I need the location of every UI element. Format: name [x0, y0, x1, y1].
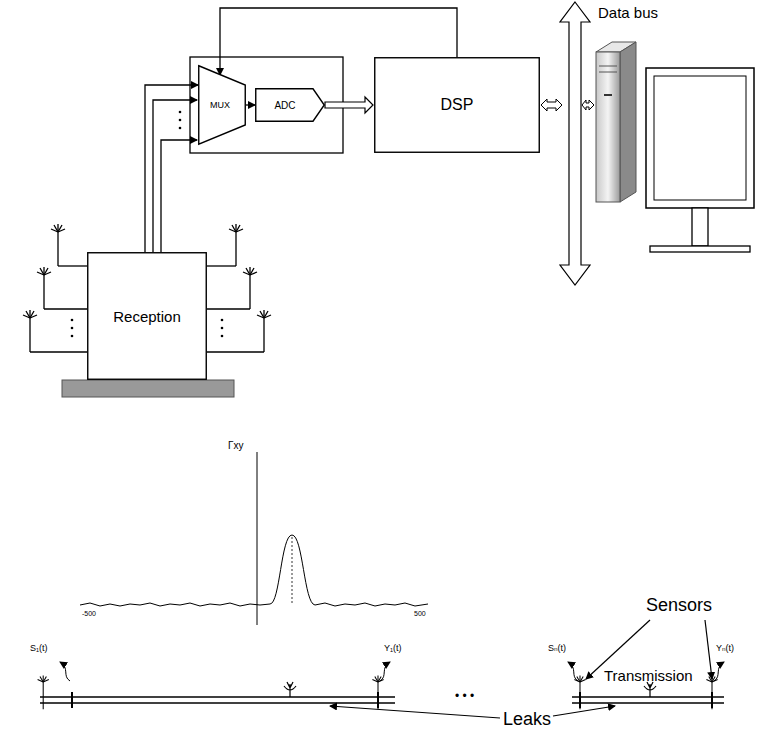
- pipeline-right: [572, 692, 724, 708]
- correlation-graph: [80, 452, 428, 625]
- server-tower: [596, 42, 636, 202]
- dsp-box: DSP: [374, 57, 540, 153]
- input-dots: [179, 111, 182, 130]
- monitor: [646, 68, 754, 252]
- bus-server-arrow: [582, 100, 594, 110]
- antenna-array-right: [207, 224, 271, 352]
- mux-trapezoid: MUX: [198, 65, 246, 145]
- signal-label: S₁(t): [30, 644, 48, 654]
- signal-line: [246, 104, 255, 105]
- axis-tick: -500: [82, 610, 96, 618]
- node-text: DSP: [441, 96, 474, 114]
- data-bus-arrow: [560, 2, 590, 285]
- pipeline-left: [40, 692, 395, 708]
- converter-housing: [190, 57, 343, 153]
- leader-lines: [330, 620, 712, 718]
- antenna-dots-left: [71, 319, 74, 338]
- callout-label: Sensors: [646, 596, 712, 616]
- reception-box: Reception: [87, 252, 207, 380]
- pipe-label: Transmission: [604, 668, 693, 685]
- antenna-dots-right: [221, 319, 224, 338]
- signal-label: Y₁(t): [384, 644, 402, 654]
- node-text: MUX: [210, 100, 230, 110]
- antenna-array-left: [23, 224, 87, 352]
- data-flow-arrow: [325, 97, 373, 113]
- axis-label: Γxy: [228, 440, 244, 451]
- ellipsis: • • •: [455, 690, 474, 703]
- bus-label: Data bus: [598, 5, 658, 22]
- axis-tick: 500: [414, 610, 426, 618]
- base-plate: [62, 380, 234, 397]
- node-text: Reception: [113, 308, 181, 325]
- signal-label: Yₙ(t): [716, 644, 734, 654]
- dsp-bus-arrow: [541, 99, 562, 111]
- node-text: ADC: [274, 100, 295, 111]
- adc-pentagon: ADC: [255, 88, 325, 122]
- signal-label: Sₙ(t): [548, 644, 566, 654]
- callout-label: Leaks: [503, 710, 551, 730]
- signal-line: [145, 85, 198, 252]
- input-lines: [153, 100, 197, 252]
